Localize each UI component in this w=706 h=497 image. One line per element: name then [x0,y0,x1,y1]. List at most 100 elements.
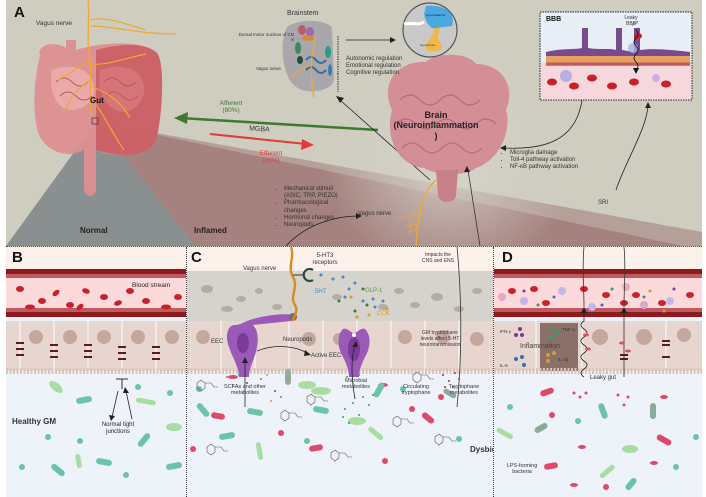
impacts-line-c [456,247,462,408]
panel-a: A Vagus nerve Gut Normal Inflamed Affere… [6,0,702,247]
cytokine-ifn-label: IFN-γ [500,329,511,334]
impacts-label-line: CNS and ENS [422,257,454,264]
vagus-nerve-to-brain [415,179,437,246]
cytokine-tnf-label: TNF-α [562,327,575,332]
glp1-label: GLP-1 [365,288,383,294]
pink-fragments [572,333,631,407]
panel-a-art [6,0,702,246]
microbial-label-line: Microbial [344,378,367,384]
vagus-nerve-fibers [57,0,177,151]
inflamed-cell [540,323,578,371]
normal-cone [6,122,196,246]
microbial-label-line: metabolites [341,384,371,391]
bbb-inset [539,11,693,101]
panel-b: B Blood stream Healthy GM Normal tight j… [6,247,186,497]
stimulus-item: Mechanical stimuli (ASIC, TRP, PIEZO) [284,186,346,200]
afferent-percent: (80%) [222,107,240,115]
circulating-label-line: Circulating [403,384,429,390]
tight-junctions [16,342,160,360]
panel-d-header [494,247,702,269]
brainstem-title: Brainstem [287,10,319,17]
brainstem-vagus-label: Vagus nerve [256,66,281,71]
lps-bacteria-label: LPS-forming bacteria [500,463,544,476]
arrow-brainstem-to-hypothalamus [346,37,396,43]
vagus-nerve-label-c: Vagus nerve [243,266,277,272]
efferent-arrow [209,133,314,150]
arrow-sri-to-bbb [615,105,649,191]
blood-stream-label: Blood stream [132,282,171,289]
tight-junctions-label: Normal tight junctions [92,422,144,436]
leaky-gut-label: Leaky gut [590,375,617,381]
brainstem-illustration [282,20,339,99]
brainstem-function-item: Autonomic regulation [346,56,402,63]
lumen-bacteria [190,369,462,464]
cytokine-il1b-label: IL-1β [558,357,569,362]
active-eec-cell [338,328,370,377]
circulating-label-line: tryptophane [401,390,431,397]
stimulus-item: Neuropods [284,222,346,229]
molecules [319,273,389,319]
tryptophane-metabolites-label: Tryptophane metabolites [441,384,487,397]
brainstem-function-item: Cognitive regulation [346,70,402,77]
inflammation-label: Inflammation [520,343,561,350]
tryptophane-metabolite-dots [442,372,460,388]
scfa-dots [226,374,282,402]
tight-junction-symbol [116,378,128,389]
red-blood-cells [16,286,182,311]
hypophysis-label: Hypophysis [420,43,436,47]
panel-b-header [6,247,186,269]
eec-label: EEC [211,339,224,345]
leaky-bbb-label: Leaky BBB [624,15,638,27]
stimulus-item: Pharmacological changes [284,200,346,214]
afferent-arrow [174,112,379,132]
vagus-nerve-c [289,247,298,322]
scfa-label-line: SCFAs and other [224,384,266,390]
receptor-label-line: receptors [312,259,338,266]
brainstem-functions-list: Autonomic regulation Emotional regulatio… [338,56,402,78]
nuclei [29,330,179,344]
brainstem-dmn-label: Dorsal motor nucleus of CN X [238,32,294,43]
circulating-tryptophane-label: Circulating tryptophane [393,384,439,397]
brain-effect-item: Toll-4 pathway activation [510,157,578,164]
vagus-nerve-label-2: Vagus nerve [358,211,392,217]
active-eec-label: Active EEC [311,353,342,359]
cck-label: CCK [377,311,390,317]
brain-effect-item: NF-κB pathway activation [510,164,578,171]
brain-label-line: ) [434,130,438,141]
microbial-metabolites-label: Microbial metabolites [333,378,379,391]
brain-illustration [387,54,510,202]
hypothalamus-inset [402,2,458,58]
dysbiosis-label: Dysbiosis [470,445,493,454]
panel-c-header [187,247,493,271]
vagus-nerve-label: Vagus nerve [36,20,73,27]
sri-lines [582,247,626,308]
bacteria [19,381,182,478]
receptor-label-line: 5-HT3 [316,253,334,259]
panel-b-art [6,286,186,478]
lps-label-line: bacteria [512,469,532,476]
brain-label: Brain (Neuroinflammation ) [390,110,482,141]
panel-d: D IFN-γ TNF-α IL-1β IL-6 Inflammation Le… [494,247,702,497]
gut-label: Gut [90,96,104,105]
efferent-text: Efferent [259,150,283,157]
tight-junctions-line: junctions [106,428,130,435]
sri-label: SRI [598,200,609,206]
lamina-cells [201,285,482,312]
neuropods-label: Neuropods [283,337,313,343]
impacts-label: Impacts the CNS and ENS [413,252,463,265]
bbb-title: BBB [546,16,562,23]
afferent-text: Afferent [219,100,243,107]
serotonin-label: 5HT [315,289,327,295]
tryptophan-molecules [196,371,456,462]
hypothalamus-label: Hypothalamus [426,13,446,17]
divider-b-c [186,247,187,497]
gut-zoom-box [91,117,99,125]
brain-effect-item: Microglia damage [510,150,578,157]
tryptophane-metab-line: metabolites [449,390,479,397]
mgba-label: MGBA [248,125,270,134]
scfa-label: SCFAs and other metabolites [217,384,273,397]
arrow-vagus-to-brainstem [339,99,431,181]
gm-tryptophan-label: GM tryptophane levels affect 5-HT neurot… [419,330,461,348]
panel-d-letter: D [502,249,513,266]
arrow-tight-junction-down [111,390,119,418]
